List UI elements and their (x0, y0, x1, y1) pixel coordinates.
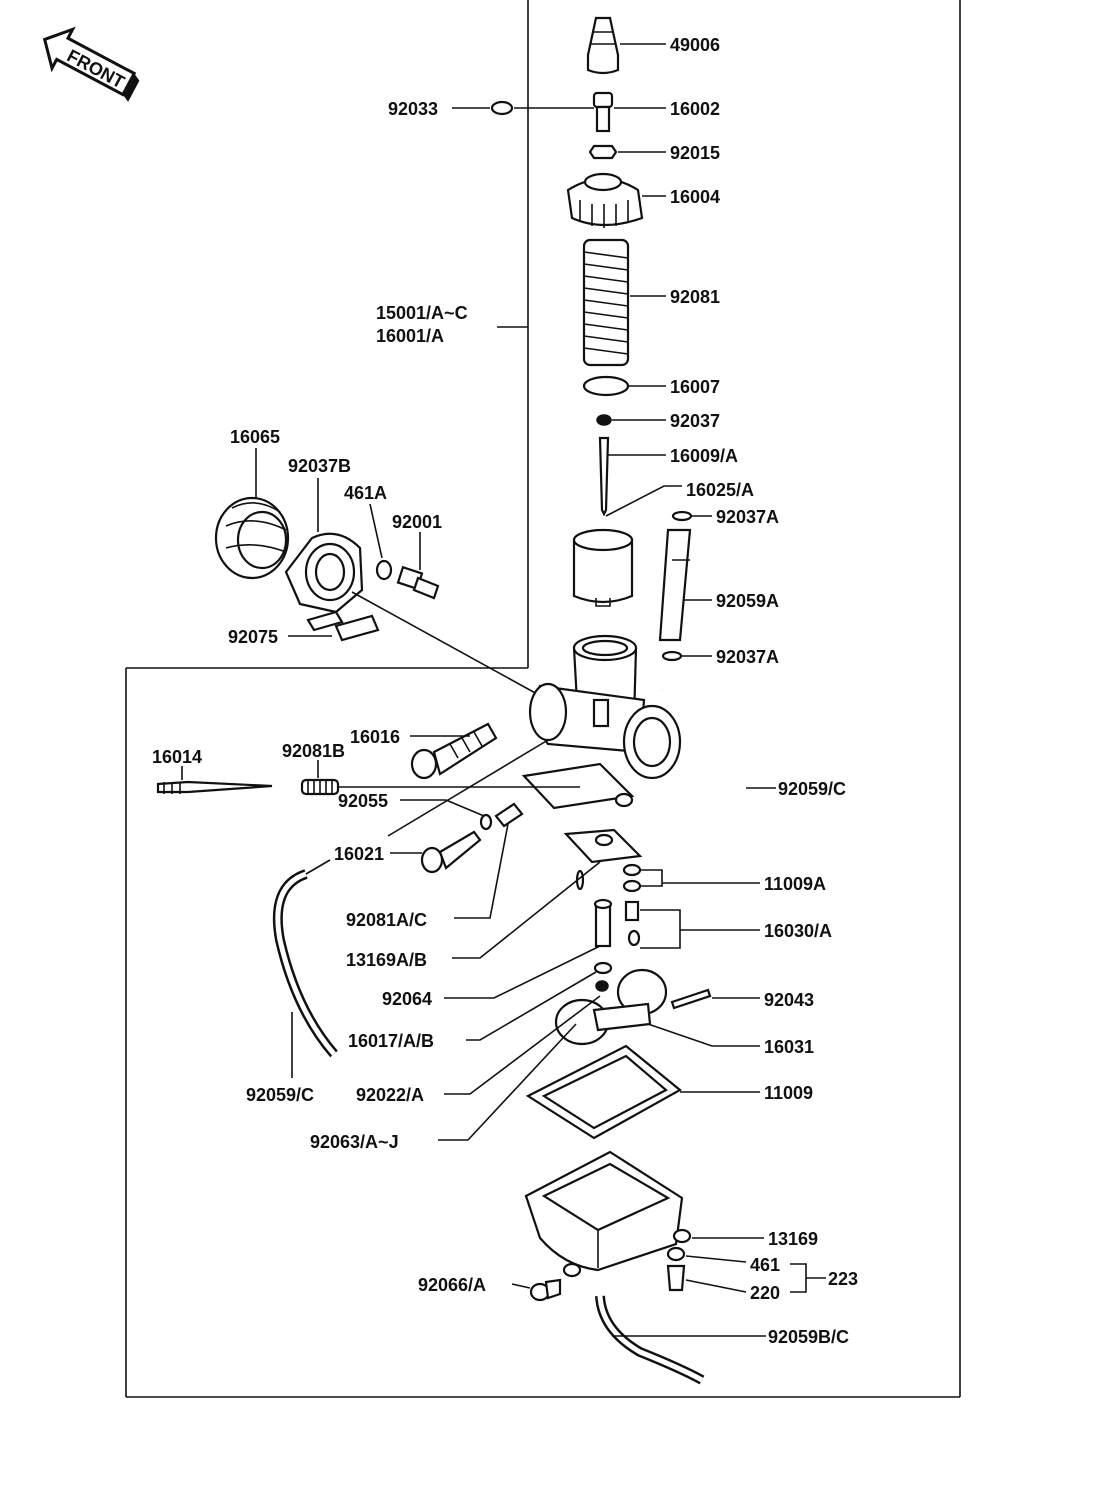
nut-part (588, 144, 618, 160)
label-16009a: 16009/A (670, 446, 738, 466)
label-92081: 92081 (670, 287, 720, 307)
label-16021: 16021 (334, 844, 384, 864)
main-jet-part (624, 900, 641, 947)
washer-11009a-part (622, 863, 642, 893)
drain-screw-group (666, 1228, 692, 1292)
label-11009: 11009 (764, 1083, 813, 1103)
drain-hose-left-part (275, 871, 336, 1056)
label-92033: 92033 (388, 99, 438, 119)
label-92059bc: 92059B/C (768, 1327, 849, 1347)
label-16014: 16014 (152, 747, 202, 767)
label-13169: 13169 (768, 1229, 818, 1249)
label-16004: 16004 (670, 187, 720, 207)
needle-clip-part (596, 414, 612, 426)
top-cap-part (566, 172, 644, 228)
retainer-plate-part (582, 375, 630, 397)
boot-cap-part (586, 16, 620, 75)
label-92059c-left: 92059/C (246, 1085, 314, 1105)
label-16031: 16031 (764, 1037, 814, 1057)
float-valve-part (593, 898, 613, 948)
label-92037a-bottom: 92037A (716, 647, 779, 667)
label-16065: 16065 (230, 427, 280, 447)
label-16002: 16002 (670, 99, 720, 119)
label-92037: 92037 (670, 411, 720, 431)
washer-461a-part (375, 559, 393, 581)
label-461a: 461A (344, 483, 387, 503)
gasket-92075-part (306, 610, 380, 642)
spring-part (582, 238, 630, 367)
rubber-boot-part (214, 496, 290, 580)
label-92043: 92043 (764, 990, 814, 1010)
label-92075: 92075 (228, 627, 278, 647)
label-16017ab: 16017/A/B (348, 1031, 434, 1051)
label-92037b: 92037B (288, 456, 351, 476)
label-92064: 92064 (382, 989, 432, 1009)
vent-hose-right-part (661, 685, 754, 859)
label-92081ac: 92081A/C (346, 910, 427, 930)
label-92001: 92001 (392, 512, 442, 532)
label-49006: 49006 (670, 35, 720, 55)
spring-92081ac-part (494, 802, 524, 828)
overflow-hose-part (597, 1295, 704, 1383)
float-pin-part (670, 988, 712, 1010)
o-ring-92055-part (479, 813, 493, 831)
label-92015: 92015 (670, 143, 720, 163)
cable-adjuster-part (592, 91, 614, 133)
starter-plunger-part (410, 722, 498, 780)
bracket-label-16001: 16001/A (376, 326, 444, 346)
float-part (554, 968, 668, 1046)
bracket-label-15001: 15001/A~C (376, 303, 468, 323)
bowl-screw-part (529, 1278, 562, 1302)
label-16025a: 16025/A (686, 480, 754, 500)
pilot-screw-part (420, 830, 482, 874)
label-16030a: 16030/A (764, 921, 832, 941)
label-92037a-top: 92037A (716, 507, 779, 527)
label-13169ab: 13169A/B (346, 950, 427, 970)
mounting-flange-part (284, 532, 364, 614)
label-92022a: 92022/A (356, 1085, 424, 1105)
label-11009a: 11009A (764, 874, 826, 894)
label-16007: 16007 (670, 377, 720, 397)
front-arrow-icon: FRONT (42, 26, 140, 102)
label-220: 220 (750, 1283, 780, 1303)
bolt-92001-part (396, 565, 440, 600)
label-16016: 16016 (350, 727, 400, 747)
part-labels: 49006 16002 92033 92015 16004 92081 1500… (152, 35, 858, 1347)
jet-needle-part (598, 436, 610, 517)
clip-part (490, 100, 514, 116)
label-92066a: 92066/A (418, 1275, 486, 1295)
label-92055: 92055 (338, 791, 388, 811)
frame-lines (125, 0, 961, 1398)
label-92059a: 92059A (716, 591, 779, 611)
label-461: 461 (750, 1255, 780, 1275)
throttle-valve-part (572, 528, 634, 607)
float-bowl-part (524, 1150, 684, 1278)
throttle-stop-screw-part (156, 780, 273, 794)
label-92063aj: 92063/A~J (310, 1132, 399, 1152)
spring-92081b-part (300, 778, 340, 796)
label-92081b: 92081B (282, 741, 345, 761)
carburetor-body-part (521, 634, 682, 810)
washer-16017-part (593, 961, 613, 975)
float-bowl-gasket-part (525, 1044, 682, 1140)
small-hose-part (658, 510, 693, 662)
label-92059c-right: 92059/C (778, 779, 846, 799)
label-223: 223 (828, 1269, 858, 1289)
